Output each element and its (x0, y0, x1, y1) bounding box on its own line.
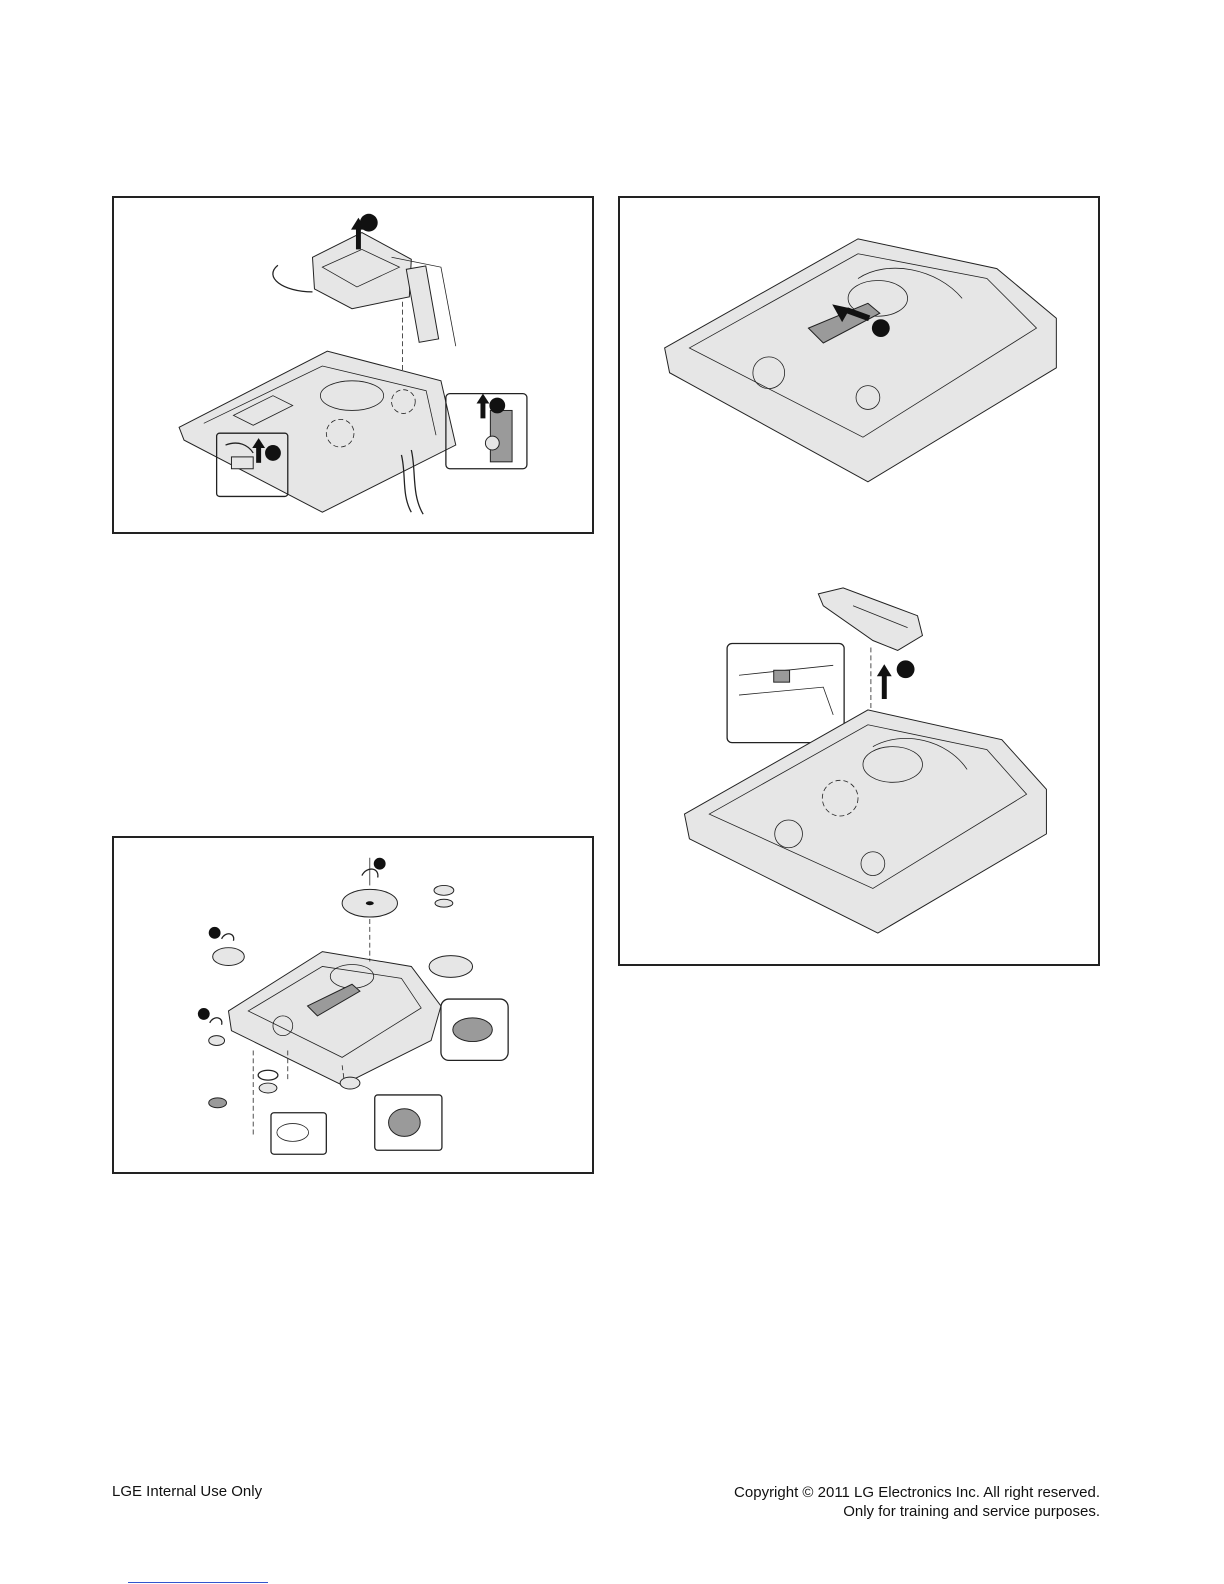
belt-ring (258, 1070, 278, 1080)
chassis-top-view (665, 239, 1057, 482)
figure-gear-assembly (112, 836, 594, 1174)
pulley (259, 1083, 277, 1093)
chassis-bottom-view (684, 710, 1046, 933)
motor (340, 1077, 360, 1089)
left-gear-upper (209, 927, 245, 966)
inset-belt-detail (271, 1113, 326, 1155)
lever-part (818, 588, 922, 650)
link-underline[interactable] (128, 1582, 268, 1583)
pickup-module (273, 233, 456, 347)
figure-pickup-removal (112, 196, 594, 534)
figure-lever-removal (618, 196, 1100, 966)
inset-gear-detail (441, 999, 508, 1060)
disc-gear (429, 956, 472, 978)
pickup-removal-illustration (114, 198, 592, 532)
up-arrow-icon (877, 664, 892, 699)
inset-lever-hook (727, 643, 844, 742)
step-marker-icon (360, 214, 378, 232)
washer (434, 885, 454, 895)
step-marker-icon (897, 660, 915, 678)
copyright-line: Copyright © 2011 LG Electronics Inc. All… (734, 1483, 1100, 1502)
left-gear-lower (198, 1008, 225, 1046)
purpose-line: Only for training and service purposes. (734, 1502, 1100, 1521)
small-gear (209, 1098, 227, 1108)
step-marker-icon (872, 319, 890, 337)
inset-motor-detail (375, 1095, 442, 1150)
chassis (228, 952, 440, 1085)
washer (435, 899, 453, 907)
lever-removal-illustration (620, 198, 1098, 964)
footer-internal-use: LGE Internal Use Only (112, 1483, 262, 1500)
step-marker-icon (374, 858, 386, 870)
gear-assembly-illustration (114, 838, 592, 1172)
large-gear (342, 889, 397, 917)
footer-copyright: Copyright © 2011 LG Electronics Inc. All… (734, 1483, 1100, 1521)
inset-connector (446, 394, 527, 469)
